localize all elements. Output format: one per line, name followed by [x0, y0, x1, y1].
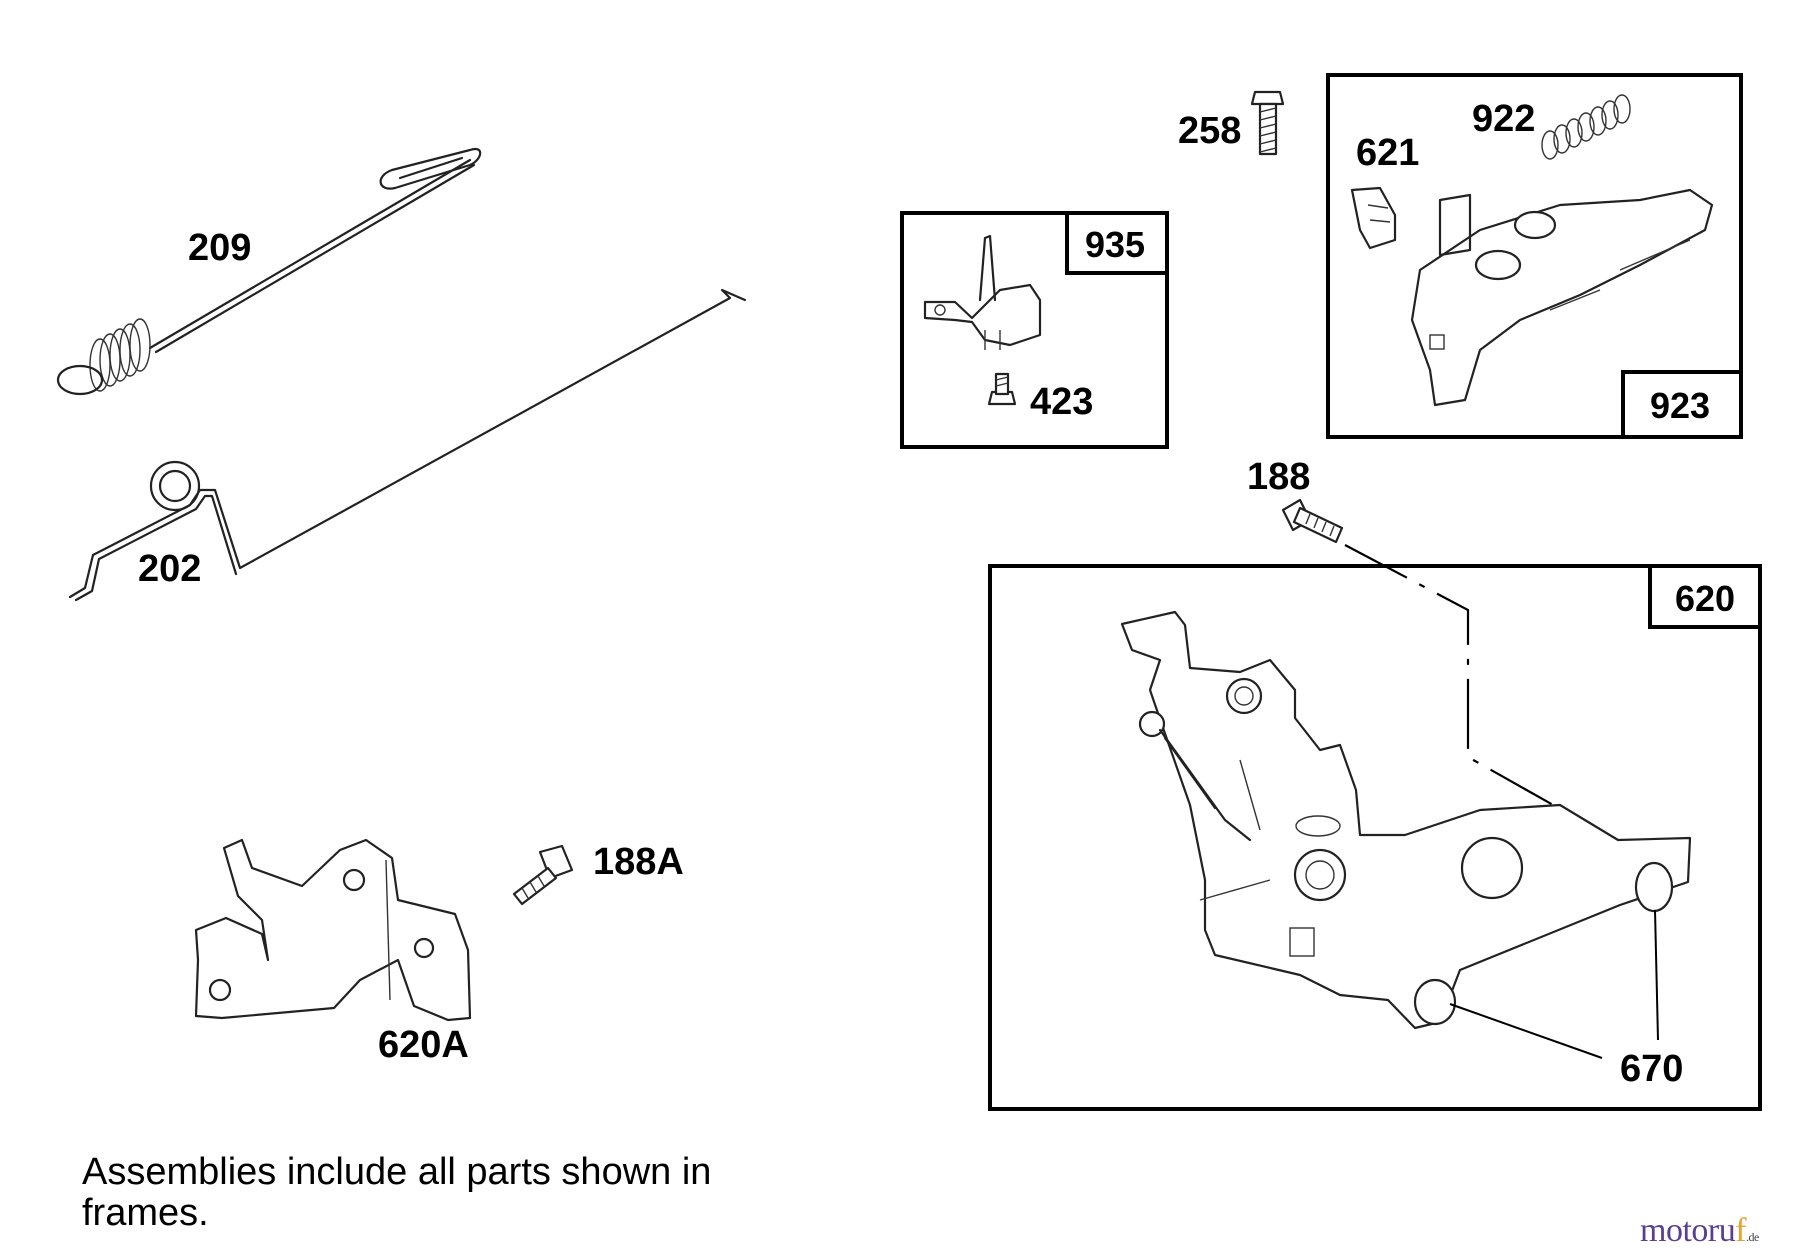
part-620A-bracket [194, 838, 472, 1022]
frame-923 [1326, 73, 1743, 439]
label-258: 258 [1178, 110, 1241, 152]
frame-620 [988, 564, 1762, 1111]
label-922: 922 [1472, 98, 1535, 140]
label-188: 188 [1247, 456, 1310, 498]
part-258-screw [1250, 90, 1285, 156]
part-202-governor-link [68, 288, 747, 602]
label-620: 620 [1675, 578, 1735, 619]
label-423: 423 [1030, 381, 1093, 423]
frame-935 [900, 211, 1169, 449]
watermark-main: motoru [1640, 1212, 1736, 1249]
part-188-screw [1281, 498, 1344, 544]
label-209: 209 [188, 227, 251, 269]
label-935: 935 [1085, 224, 1145, 265]
label-620A: 620A [378, 1024, 469, 1066]
watermark-tld: .de [1746, 1230, 1759, 1244]
center-line [1344, 544, 1634, 851]
assemblies-note: Assemblies include all parts shown in fr… [82, 1151, 712, 1234]
part-209-governor-spring [56, 147, 482, 396]
label-202: 202 [138, 548, 201, 590]
part-188A-screw [512, 844, 574, 906]
label-621: 621 [1356, 132, 1419, 174]
label-188A: 188A [593, 841, 684, 883]
label-670: 670 [1620, 1048, 1683, 1090]
label-923: 923 [1650, 385, 1710, 426]
watermark-logo: motoruf.de [1640, 1212, 1759, 1250]
watermark-accent: f [1735, 1212, 1747, 1249]
